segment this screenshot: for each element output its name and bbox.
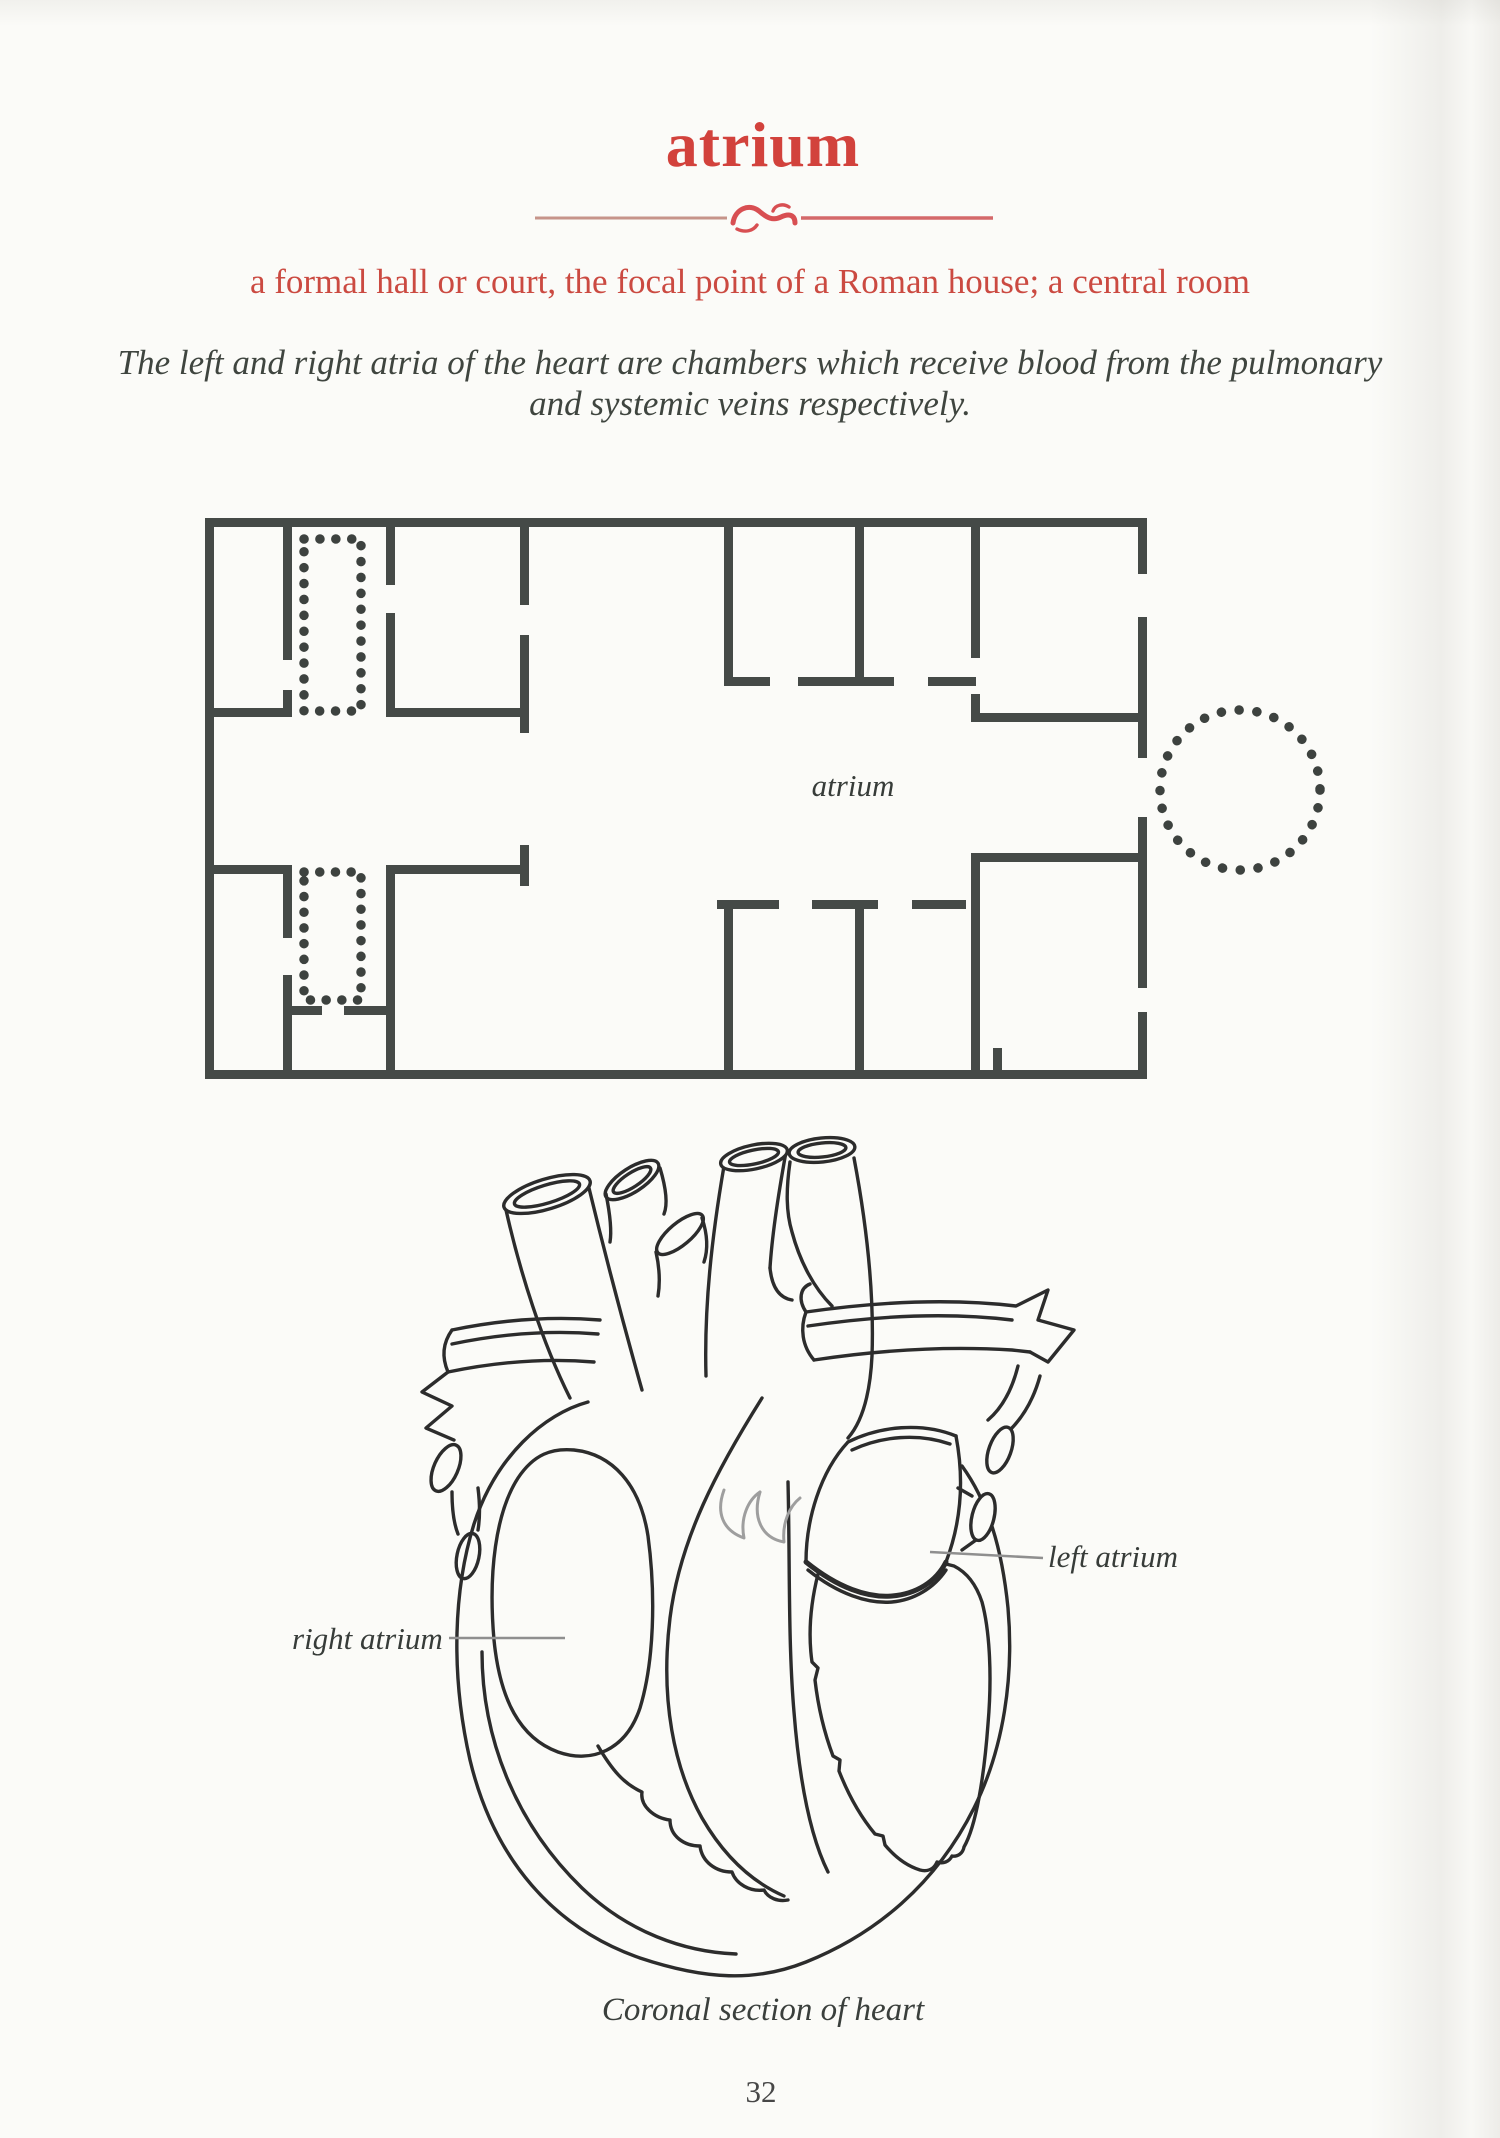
floor-plan-dotted-features: [299, 534, 1325, 1005]
usage-note: The left and right atria of the heart ar…: [0, 342, 1500, 424]
great-vessels: [420, 1135, 1076, 1581]
interventricular-septum-left: [665, 1396, 786, 1898]
label-leader-lines: [449, 1550, 1044, 1640]
right-ventricle-floor: [596, 1744, 790, 1903]
squiggle-ornament: [730, 203, 798, 233]
right-atrium-label: right atrium: [292, 1621, 443, 1656]
pulmonary-valve-scallops: [719, 1488, 802, 1544]
vessel-cut-openings: [502, 1135, 857, 1257]
definition-line: a formal hall or court, the focal point …: [249, 262, 1251, 301]
usage-line-2: and systemic veins respectively.: [529, 384, 971, 423]
impluvium-dotted-rect-lower: [299, 867, 366, 1005]
figure-caption: Coronal section of heart: [601, 1992, 925, 2028]
impluvium-dotted-rect-upper: [299, 534, 366, 716]
section-divider: [533, 197, 995, 237]
divider-graphic: [535, 203, 993, 233]
page-title: atrium: [665, 109, 861, 180]
floor-plan-atrium-label: atrium: [811, 768, 895, 803]
left-atrium-leader: [929, 1550, 1044, 1560]
page-number: 32: [745, 2074, 777, 2109]
floor-plan-diagram: [205, 518, 1325, 1079]
entrance-dotted-circle: [1155, 705, 1325, 875]
usage-line-1: The left and right atria of the heart ar…: [117, 343, 1383, 382]
interventricular-septum-right: [786, 1480, 830, 1874]
heart-outline: [455, 1400, 1012, 1978]
heart-diagram: [420, 1135, 1076, 1978]
mitral-valve: [803, 1559, 949, 1599]
left-atrium-label: left atrium: [1048, 1539, 1179, 1574]
right-atrium-chamber: [490, 1447, 655, 1758]
floor-plan-walls: [205, 518, 1147, 1079]
left-atrium-chamber: [803, 1425, 997, 1604]
heart-outline-inner: [480, 1650, 738, 1956]
heart-body: [455, 1396, 1012, 1978]
left-ventricle-chamber: [808, 1562, 992, 1873]
